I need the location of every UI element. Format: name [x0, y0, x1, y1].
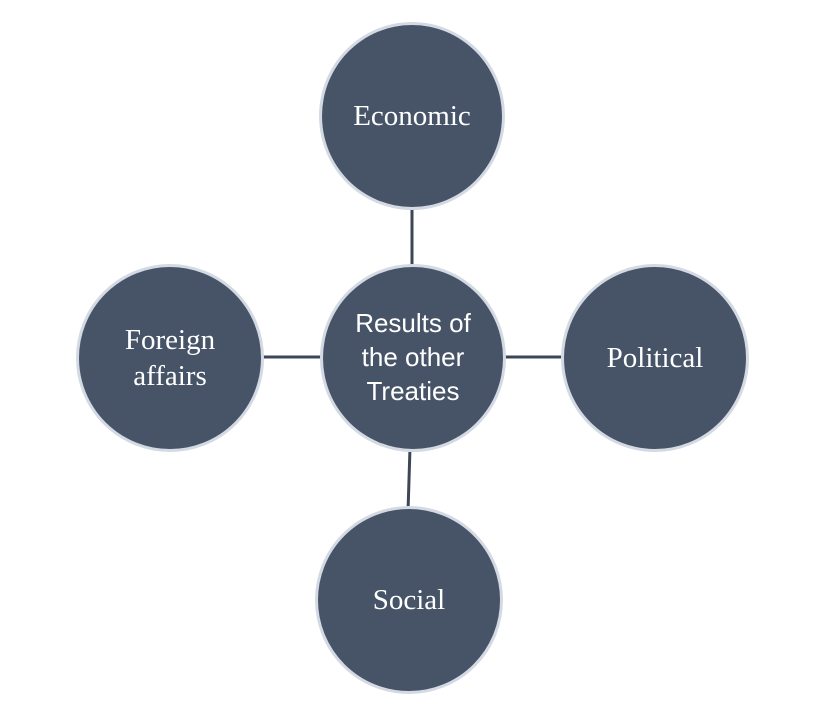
node-social-label: Social: [372, 583, 446, 616]
node-center-label-line2: the other: [361, 342, 465, 373]
node-center-label-line1: Results of: [355, 308, 471, 339]
node-economic: Economic: [319, 22, 505, 210]
node-social: Social: [315, 506, 503, 694]
connector-bottom: [406, 447, 412, 513]
node-center-label: Results of the other Treaties: [335, 307, 491, 408]
node-foreign-affairs-line1: Foreign: [124, 323, 216, 356]
node-political: Political: [561, 264, 749, 452]
node-economic-label: Economic: [353, 99, 471, 132]
node-foreign-affairs-line2: affairs: [133, 360, 207, 392]
node-center-label-line3: Treaties: [366, 375, 460, 406]
node-political-label: Political: [606, 341, 704, 374]
node-foreign-affairs-label: Foreign affairs: [105, 322, 235, 395]
node-center-results: Results of the other Treaties: [320, 264, 506, 452]
node-foreign-affairs: Foreign affairs: [76, 264, 264, 452]
